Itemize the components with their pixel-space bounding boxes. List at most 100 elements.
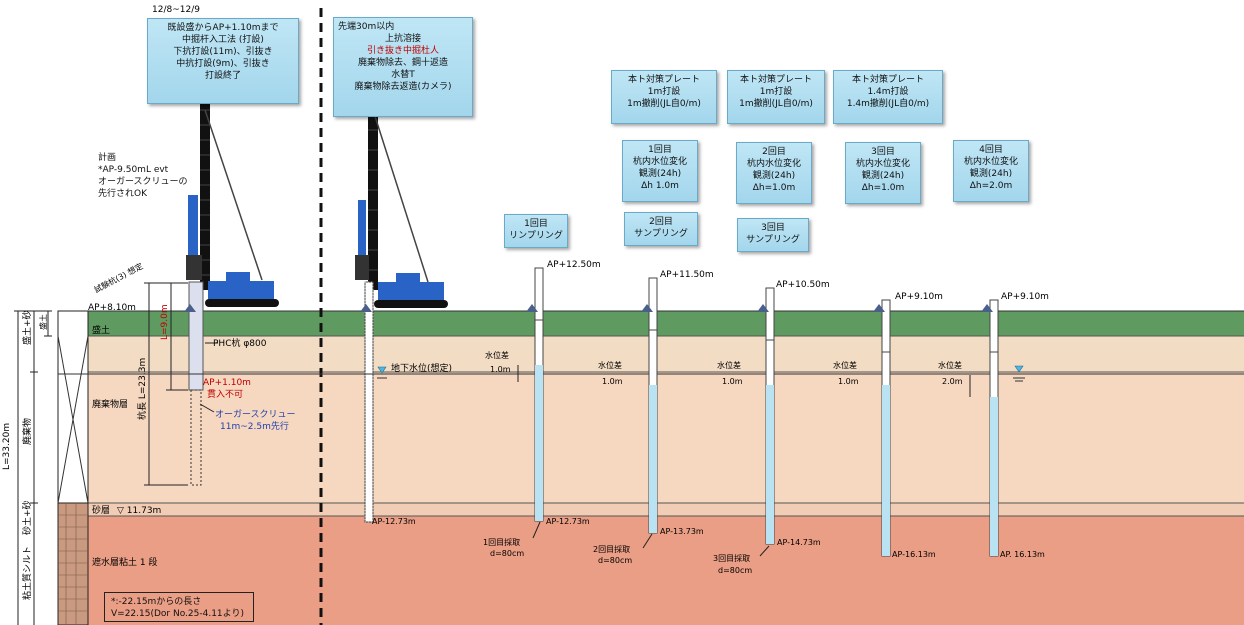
total-length-label: L=33.20m [2,423,12,470]
obs2-line-4: Δh=1.0m [752,183,796,193]
samp2-line-2: サンプリング [634,229,688,239]
water-diff-2: 1.0m [602,377,623,386]
groundwater-label: 地下水位(想定) [391,362,452,374]
obs4-line-4: Δh=2.0m [969,181,1013,191]
pile2-top-elev: AP+11.50m [660,270,714,280]
pile5-bottom-elev: AP. 16.13m [1000,550,1045,559]
middle-box-line-6: 廃棄物除去返造(カメラ) [354,82,452,92]
water-diff-4: 1.0m [838,377,859,386]
samp2-line-1: 2回目 [649,217,673,227]
auger-label: オーガースクリュー [215,409,296,420]
obs2-line-3: 観測(24h) [752,171,796,181]
water-diff-5: 2.0m [942,377,963,386]
axis-bottom-label: 粘土質シルト [21,546,33,600]
obs-pile-2 [648,277,658,534]
left-box-line-3: 下抗打設(11m)、引抜き [173,47,273,57]
sample3-title: 3回目採取 [713,553,750,563]
obs4-line-2: 杭内水位変化 [963,157,1018,167]
left-box-line-1: 既設盛からAP+1.10mまで [167,23,279,33]
plate1-line-1: 本ト対策プレート [627,75,700,85]
samp3-line-1: 3回目 [761,223,785,233]
callout-observation-3: 3回目 杭内水位変化 観測(24h) Δh=1.0m [845,142,921,204]
plan-note-line-1: 計画 [98,153,117,163]
pile5-top-elev: AP+9.10m [1001,292,1049,302]
plate3-line-2: 1.4m打設 [867,87,909,97]
bottom-note-line-1: *:-22.15mからの長さ [111,597,202,607]
pile-driver-crane-1 [186,100,279,307]
sample1-title: 1回目採取 [483,537,520,547]
pile1-bottom-elev: AP-12.73m [546,517,590,526]
layer-fill-label: 盛土 [92,324,110,336]
plate1-line-2: 1m打設 [647,87,681,97]
callout-sampling-2: 2回目 サンプリング [624,212,698,246]
water-diff-1: 1.0m [490,365,511,374]
sample2-depth: d=80cm [598,556,632,565]
sample3-depth: d=80cm [718,566,752,575]
obs4-line-1: 4回目 [979,145,1003,155]
plan-note: 計画 *AP-9.50mL evt オーガースクリューの 先行されOK [98,152,188,200]
water-diff-3-title: 水位差 [717,360,741,370]
obs1-line-4: Δh 1.0m [641,181,679,191]
obs-pile-1 [534,267,544,522]
pile3-top-elev: AP+10.50m [776,280,830,290]
left-box-line-5: 打設終了 [204,71,241,81]
callout-observation-2: 2回目 杭内水位変化 観測(24h) Δh=1.0m [736,142,812,204]
stop-note-label: 貫入不可 [207,389,243,400]
plate2-line-1: 本ト対策プレート [739,75,812,85]
middle-pile [364,281,374,523]
trial-pile-label: 試験杭(3) 想定 [92,261,144,295]
callout-sampling-1: 1回目 リンプリング [504,214,568,248]
pile2-bottom-elev: AP-13.73m [660,527,704,536]
stop-elev-label: AP+1.10m [203,378,251,388]
plate1-line-3: 1m撤削(JL自0/m) [627,99,701,109]
water-diff-3: 1.0m [722,377,743,386]
bottom-note-line-2: V=22.15(Dor No.25-4.11より) [111,609,244,619]
schedule-date: 12/8~12/9 [152,5,200,15]
samp1-line-2: リンプリング [509,231,563,241]
obs-pile-5 [989,299,999,557]
axis-fill-label: 盛土 [38,314,48,330]
pile-driver-crane-2 [355,100,448,308]
obs3-line-2: 杭内水位変化 [855,159,910,169]
middle-box-line-2: 上抗溶接 [384,34,421,44]
left-box-line-4: 中抗打設(9m)、引抜き [176,59,270,69]
middle-box-line-4: 廃棄物除去、鋼十返造 [357,58,448,68]
auger-section [190,389,202,486]
callout-plate-3: 本ト対策プレート 1.4m打設 1.4m撤削(JL自0/m) [833,70,943,124]
axis-middle-label: 廃棄物 [21,418,33,445]
left-box-line-2: 中掘杆入工法 (打設) [182,35,264,45]
callout-middle-procedure: 先端30m以内 上抗溶接 引き抜き中掘杜人 廃棄物除去、鋼十返造 水替T 廃棄物… [333,17,473,117]
plan-note-line-3: オーガースクリューの [98,177,188,187]
middle-box-line-5: 水替T [391,70,415,80]
pile4-bottom-elev: AP-16.13m [892,550,936,559]
plate2-line-2: 1m打設 [759,87,793,97]
pile1-top-elev: AP+12.50m [547,260,601,270]
obs2-line-2: 杭内水位変化 [746,159,801,169]
obs-pile-3 [765,287,775,545]
middle-box-line-1: 先端30m以内 [338,22,395,32]
pile-spec-label: PHC杭 φ800 [213,337,267,349]
layer-sand-label: 砂層 [92,504,110,516]
pile-length-red: L=9.0m [160,304,170,340]
callout-plate-1: 本ト対策プレート 1m打設 1m撤削(JL自0/m) [611,70,717,124]
callout-observation-1: 1回目 杭内水位変化 観測(24h) Δh 1.0m [622,140,698,202]
sample1-depth: d=80cm [490,549,524,558]
water-diff-5-title: 水位差 [938,360,962,370]
callout-sampling-3: 3回目 サンプリング [737,218,809,252]
obs1-line-1: 1回目 [648,145,672,155]
obs2-line-1: 2回目 [762,147,786,157]
obs4-line-3: 観測(24h) [969,169,1013,179]
plan-note-line-2: *AP-9.50mL evt [98,165,169,175]
ground-level-label: AP+8.10m [88,303,136,313]
water-diff-title: 水位差 [485,350,509,360]
callout-plate-2: 本ト対策プレート 1m打設 1m撤削(JL自0/m) [727,70,825,124]
axis-lower-label: 砂土+砂 [21,500,33,535]
plate3-line-3: 1.4m撤削(JL自0/m) [846,99,930,109]
plan-note-line-4: 先行されOK [98,189,147,199]
obs1-line-3: 観測(24h) [638,169,682,179]
obs-pile-4 [881,299,891,557]
samp3-line-2: サンプリング [746,235,800,245]
layer-clay-label: 遮水層粘土 1 段 [92,556,157,568]
clay-layer [58,516,1244,625]
